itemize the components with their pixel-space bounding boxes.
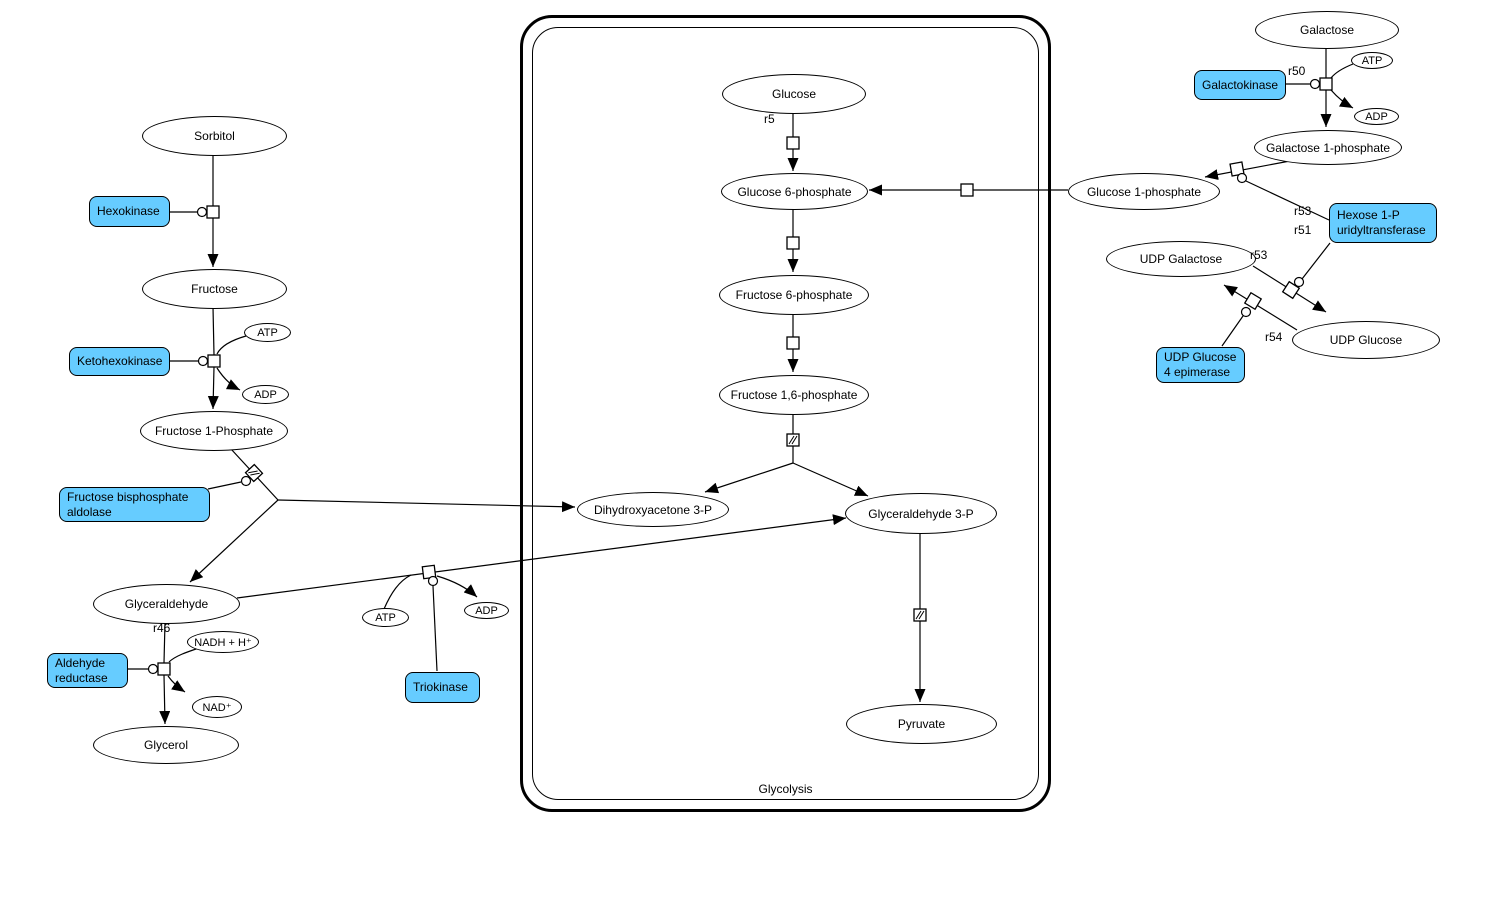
edge-r50-to-adp-arrow <box>1330 89 1354 109</box>
edge-aldred-to-glycerol-arrow <box>159 674 171 725</box>
edge-aldolase-to-glyceraldehyde-arrow <box>189 499 279 583</box>
species-fructose-1-phosphate[interactable]: Fructose 1-Phosphate <box>140 411 288 451</box>
process-square-ketohexokinase[interactable] <box>207 354 221 368</box>
species-fructose-16-phosphate[interactable]: Fructose 1,6-phosphate <box>719 375 869 415</box>
edge-nadh-to-aldred <box>168 647 200 663</box>
species-udp-glucose[interactable]: UDP Glucose <box>1292 321 1440 359</box>
enzyme-triokinase[interactable]: Triokinase <box>405 672 480 703</box>
species-pyruvate[interactable]: Pyruvate <box>846 704 997 744</box>
enzyme-aldehyde-reductase[interactable]: Aldehyde reductase <box>47 653 128 688</box>
enzyme-hexose-1p-uridyltransferase[interactable]: Hexose 1-P uridyltransferase <box>1329 203 1437 243</box>
catalysis-circles <box>147 78 1321 675</box>
process-squares <box>157 77 1333 676</box>
label-r53-top: r53 <box>1294 204 1312 218</box>
label-r46: r46 <box>153 621 171 635</box>
label-r53-mid: r53 <box>1250 248 1268 262</box>
process-square-r5[interactable] <box>786 136 800 150</box>
enzyme-fructose-bisphosphate-aldolase[interactable]: Fructose bisphosphate aldolase <box>59 487 210 522</box>
enzyme-udp-glucose-4-epimerase[interactable]: UDP Glucose 4 epimerase <box>1156 347 1245 383</box>
process-square-g1p-g6p[interactable] <box>960 183 974 197</box>
catalysis-circle-r51 <box>1293 276 1305 288</box>
species-glycerol[interactable]: Glycerol <box>93 726 239 764</box>
enzyme-ketohexokinase[interactable]: Ketohexokinase <box>69 347 170 376</box>
edge-atp-to-ketohexokinase <box>216 335 247 355</box>
process-square-r50[interactable] <box>1319 77 1333 91</box>
omitted-process-aldolase[interactable] <box>244 463 264 483</box>
catalysis-circle-r53 <box>1236 172 1248 184</box>
species-fructose-6-phosphate[interactable]: Fructose 6-phosphate <box>719 275 869 315</box>
label-r50: r50 <box>1288 64 1306 78</box>
omitted-glyph <box>915 610 925 620</box>
cofactor-nad[interactable]: NAD⁺ <box>192 696 242 718</box>
edge-epimerase-catalysis <box>1221 315 1244 347</box>
glycolysis-compartment-outer[interactable] <box>520 15 1051 812</box>
enzyme-hexokinase[interactable]: Hexokinase <box>89 196 170 227</box>
edge-triokinase-catalysis <box>432 585 438 672</box>
cofactor-adp-ketohexokinase[interactable]: ADP <box>242 385 289 404</box>
omitted-glyph <box>788 435 798 445</box>
edge-gal1p-to-g1p-arrow <box>1204 160 1291 181</box>
edge-ketohexokinase-to-adp-arrow <box>216 367 241 391</box>
species-sorbitol[interactable]: Sorbitol <box>142 116 287 156</box>
edge-aldolase-catalysis <box>207 481 242 490</box>
label-r54: r54 <box>1265 330 1283 344</box>
edge-atp-to-triokinase <box>383 574 412 610</box>
glycolysis-compartment-inner <box>532 27 1039 800</box>
species-fructose[interactable]: Fructose <box>142 269 287 309</box>
catalysis-circle-aldolase <box>240 475 252 487</box>
enzyme-galactokinase[interactable]: Galactokinase <box>1194 70 1286 100</box>
process-square-r51[interactable] <box>1281 280 1301 300</box>
edge-fructose-to-ketohexokinase <box>212 306 215 356</box>
process-square-hexokinase[interactable] <box>206 205 220 219</box>
species-dihydroxyacetone-3p[interactable]: Dihydroxyacetone 3-P <box>577 492 729 527</box>
label-r51: r51 <box>1294 223 1312 237</box>
cofactor-atp-ketohexokinase[interactable]: ATP <box>244 323 291 342</box>
species-galactose-1-phosphate[interactable]: Galactose 1-phosphate <box>1254 130 1402 165</box>
species-glyceraldehyde[interactable]: Glyceraldehyde <box>93 584 240 624</box>
edge-ketohexokinase-to-f1p-arrow <box>207 366 219 410</box>
species-glucose-1-phosphate[interactable]: Glucose 1-phosphate <box>1068 173 1220 210</box>
edge-transferase-catalysis-r51 <box>1301 242 1331 280</box>
process-square-g6p-f6p[interactable] <box>786 236 800 250</box>
omitted-process-g3p[interactable] <box>913 608 927 622</box>
process-square-r54[interactable] <box>1243 291 1263 311</box>
species-glyceraldehyde-3p[interactable]: Glyceraldehyde 3-P <box>845 493 997 534</box>
process-square-f6p-f16p[interactable] <box>786 336 800 350</box>
cofactor-atp-triokinase[interactable]: ATP <box>362 608 409 627</box>
edge-triokinase-to-adp-arrow <box>436 575 478 598</box>
edge-aldred-to-nad-arrow <box>167 675 186 693</box>
cofactor-atp-galactokinase[interactable]: ATP <box>1351 52 1393 69</box>
species-glucose-6-phosphate[interactable]: Glucose 6-phosphate <box>721 173 868 210</box>
catalysis-circle-hexokinase <box>196 206 208 218</box>
species-galactose[interactable]: Galactose <box>1255 11 1399 49</box>
cofactor-nadh-h[interactable]: NADH + H⁺ <box>187 631 259 653</box>
catalysis-circle-ketohexokinase <box>197 355 209 367</box>
species-glucose[interactable]: Glucose <box>722 74 866 114</box>
species-udp-galactose[interactable]: UDP Galactose <box>1106 241 1256 277</box>
process-square-aldehyde-reductase[interactable] <box>157 662 171 676</box>
cofactor-adp-triokinase[interactable]: ADP <box>464 602 509 619</box>
edge-udpglucose-to-udpgalactose-arrow <box>1223 284 1298 331</box>
edge-split-to-g3p-arrow <box>792 462 869 497</box>
omitted-process-f16p[interactable] <box>786 433 800 447</box>
glycolysis-compartment-label: Glycolysis <box>758 782 813 796</box>
cofactor-adp-galactokinase[interactable]: ADP <box>1354 108 1399 125</box>
catalysis-circle-r54 <box>1240 306 1252 318</box>
edge-split-to-dhap-arrow <box>704 462 794 494</box>
label-r5: r5 <box>764 112 775 126</box>
edge-glyceraldehyde-to-aldred <box>163 621 166 664</box>
edge-atp-to-r50 <box>1330 63 1354 79</box>
catalysis-circle-galactokinase <box>1309 78 1321 90</box>
edge-glyceraldehyde-to-g3p-arrow <box>236 514 847 599</box>
edge-transferase-catalysis-r53 <box>1245 180 1330 221</box>
catalysis-circle-aldehyde-reductase <box>147 663 159 675</box>
edge-aldolase-to-dhap-arrow <box>277 499 576 513</box>
catalysis-circle-triokinase <box>427 575 439 587</box>
omitted-glyph <box>248 470 260 476</box>
